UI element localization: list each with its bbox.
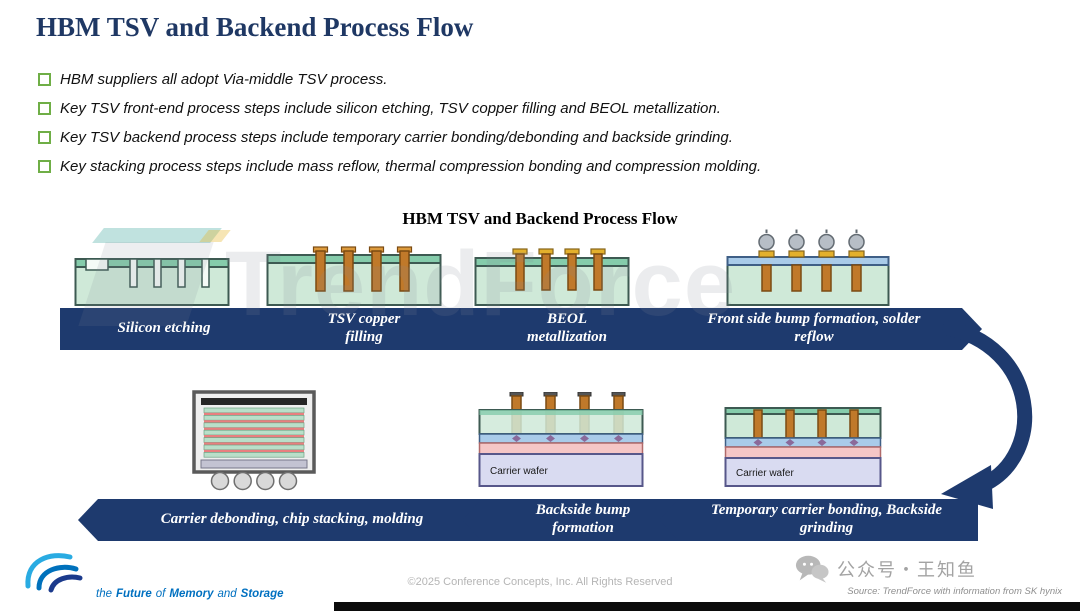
- flow-step-carrier-debonding: Carrier debonding, chip stacking, moldin…: [78, 499, 490, 541]
- trendforce-logo-watermark-accent2: [199, 230, 231, 242]
- wechat-watermark: 公众号・王知鱼: [795, 554, 977, 584]
- tagline-word: and: [217, 588, 237, 600]
- bullet-square-icon: [38, 131, 51, 144]
- carrier-wafer-label: Carrier wafer: [490, 466, 548, 477]
- flow-step-label: Front side bump formation, solder reflow: [707, 311, 921, 345]
- bullet-item: Key TSV backend process steps include te…: [38, 129, 761, 146]
- bottom-black-bar: [334, 602, 1080, 611]
- flow-step-label: Silicon etching: [117, 320, 211, 337]
- bullet-item: HBM suppliers all adopt Via-middle TSV p…: [38, 71, 761, 88]
- curved-connector-arrow: [941, 319, 1033, 509]
- tagline-word: Storage: [240, 588, 284, 600]
- bullet-text: Key stacking process steps include mass …: [60, 158, 762, 175]
- flow-step-silicon-etching: Silicon etching: [60, 308, 284, 350]
- flow-step-beol-metallization: BEOL metallization: [460, 308, 690, 350]
- carrier-wafer-label: Carrier wafer: [736, 468, 794, 479]
- chip-backside-bump-illustration: Carrier wafer: [478, 392, 644, 488]
- flow-step-label: TSV copper filling: [327, 311, 401, 345]
- tagline-word: Future: [116, 588, 152, 600]
- chip-beol-metallization-illustration: [474, 244, 630, 307]
- flow-step-label: Carrier debonding, chip stacking, moldin…: [160, 511, 424, 528]
- tagline-word: the: [96, 588, 112, 600]
- chip-tsv-copper-filling-illustration: [266, 239, 442, 307]
- chip-front-side-bump-illustration: [726, 229, 890, 307]
- chip-temporary-carrier-bonding-illustration: Carrier wafer: [724, 402, 882, 488]
- bullet-item: Key stacking process steps include mass …: [38, 158, 761, 175]
- bullet-square-icon: [38, 73, 51, 86]
- bullet-list: HBM suppliers all adopt Via-middle TSV p…: [38, 71, 761, 187]
- page-title: HBM TSV and Backend Process Flow: [36, 12, 474, 42]
- wechat-watermark-text: 公众号・王知鱼: [837, 560, 977, 580]
- fms-logo: [25, 553, 83, 593]
- source-attribution: Source: TrendForce with information from…: [847, 586, 1062, 597]
- tagline-word: of: [155, 588, 166, 600]
- bullet-text: Key TSV front-end process steps include …: [60, 100, 721, 117]
- flow-step-backside-bump: Backside bump formation: [462, 499, 688, 541]
- bullet-square-icon: [38, 160, 51, 173]
- flow-step-temporary-carrier-bonding: Temporary carrier bonding, Backside grin…: [659, 499, 978, 541]
- flow-step-label: Backside bump formation: [535, 502, 631, 536]
- diagram-title: HBM TSV and Backend Process Flow: [402, 209, 678, 228]
- wechat-icon: [795, 555, 829, 583]
- footer-tagline: the Future of Memory and Storage: [96, 588, 284, 600]
- bullet-item: Key TSV front-end process steps include …: [38, 100, 761, 117]
- flow-step-front-side-bump: Front side bump formation, solder reflow: [662, 308, 982, 350]
- bullet-text: HBM suppliers all adopt Via-middle TSV p…: [60, 71, 388, 88]
- bullet-square-icon: [38, 102, 51, 115]
- bullet-text: Key TSV backend process steps include te…: [60, 129, 733, 146]
- chip-stacking-molding-illustration: [190, 390, 318, 492]
- copyright-text: ©2025 Conference Concepts, Inc. All Righ…: [407, 576, 673, 588]
- trendforce-logo-watermark-accent: [92, 228, 222, 243]
- flow-step-label: BEOL metallization: [526, 311, 607, 345]
- tagline-word: Memory: [169, 588, 214, 600]
- chip-silicon-etching-illustration: [74, 247, 230, 307]
- flow-step-tsv-copper-filling: TSV copper filling: [256, 308, 488, 350]
- flow-step-label: Temporary carrier bonding, Backside grin…: [710, 502, 943, 536]
